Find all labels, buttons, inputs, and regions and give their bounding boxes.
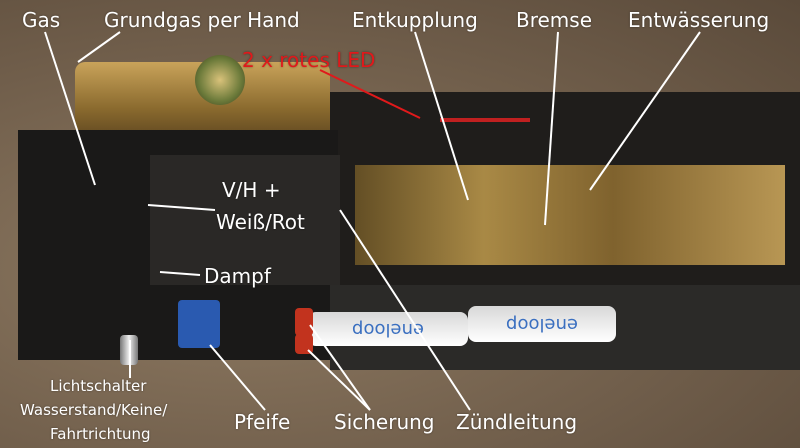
plate bbox=[150, 155, 340, 285]
brass-mechanism bbox=[355, 165, 785, 265]
label-sicherung: Sicherung bbox=[334, 410, 435, 434]
label-grundgas: Grundgas per Hand bbox=[104, 8, 300, 32]
gas-valve bbox=[195, 55, 245, 105]
label-pfeife: Pfeife bbox=[234, 410, 291, 434]
label-zuendleitung: Zündleitung bbox=[456, 410, 578, 434]
label-gas: Gas bbox=[22, 8, 61, 32]
fuse bbox=[295, 334, 313, 354]
label-entkupplung: Entkupplung bbox=[352, 8, 478, 32]
label-entwaesserung: Entwässerung bbox=[628, 8, 770, 32]
label-bremse: Bremse bbox=[516, 8, 593, 32]
red-wire bbox=[440, 118, 530, 122]
label-weiss-rot: Weiß/Rot bbox=[216, 210, 305, 234]
label-dampf: Dampf bbox=[204, 264, 271, 288]
label-led: 2 x rotes LED bbox=[242, 48, 376, 72]
label-fahrtrichtung: Fahrtrichtung bbox=[50, 425, 151, 443]
label-wasserstand: Wasserstand/Keine/ bbox=[20, 401, 168, 419]
label-lichtschalter: Lichtschalter bbox=[50, 377, 147, 395]
label-vh: V/H + bbox=[222, 178, 281, 202]
fuse bbox=[295, 308, 313, 336]
servo bbox=[178, 300, 220, 348]
